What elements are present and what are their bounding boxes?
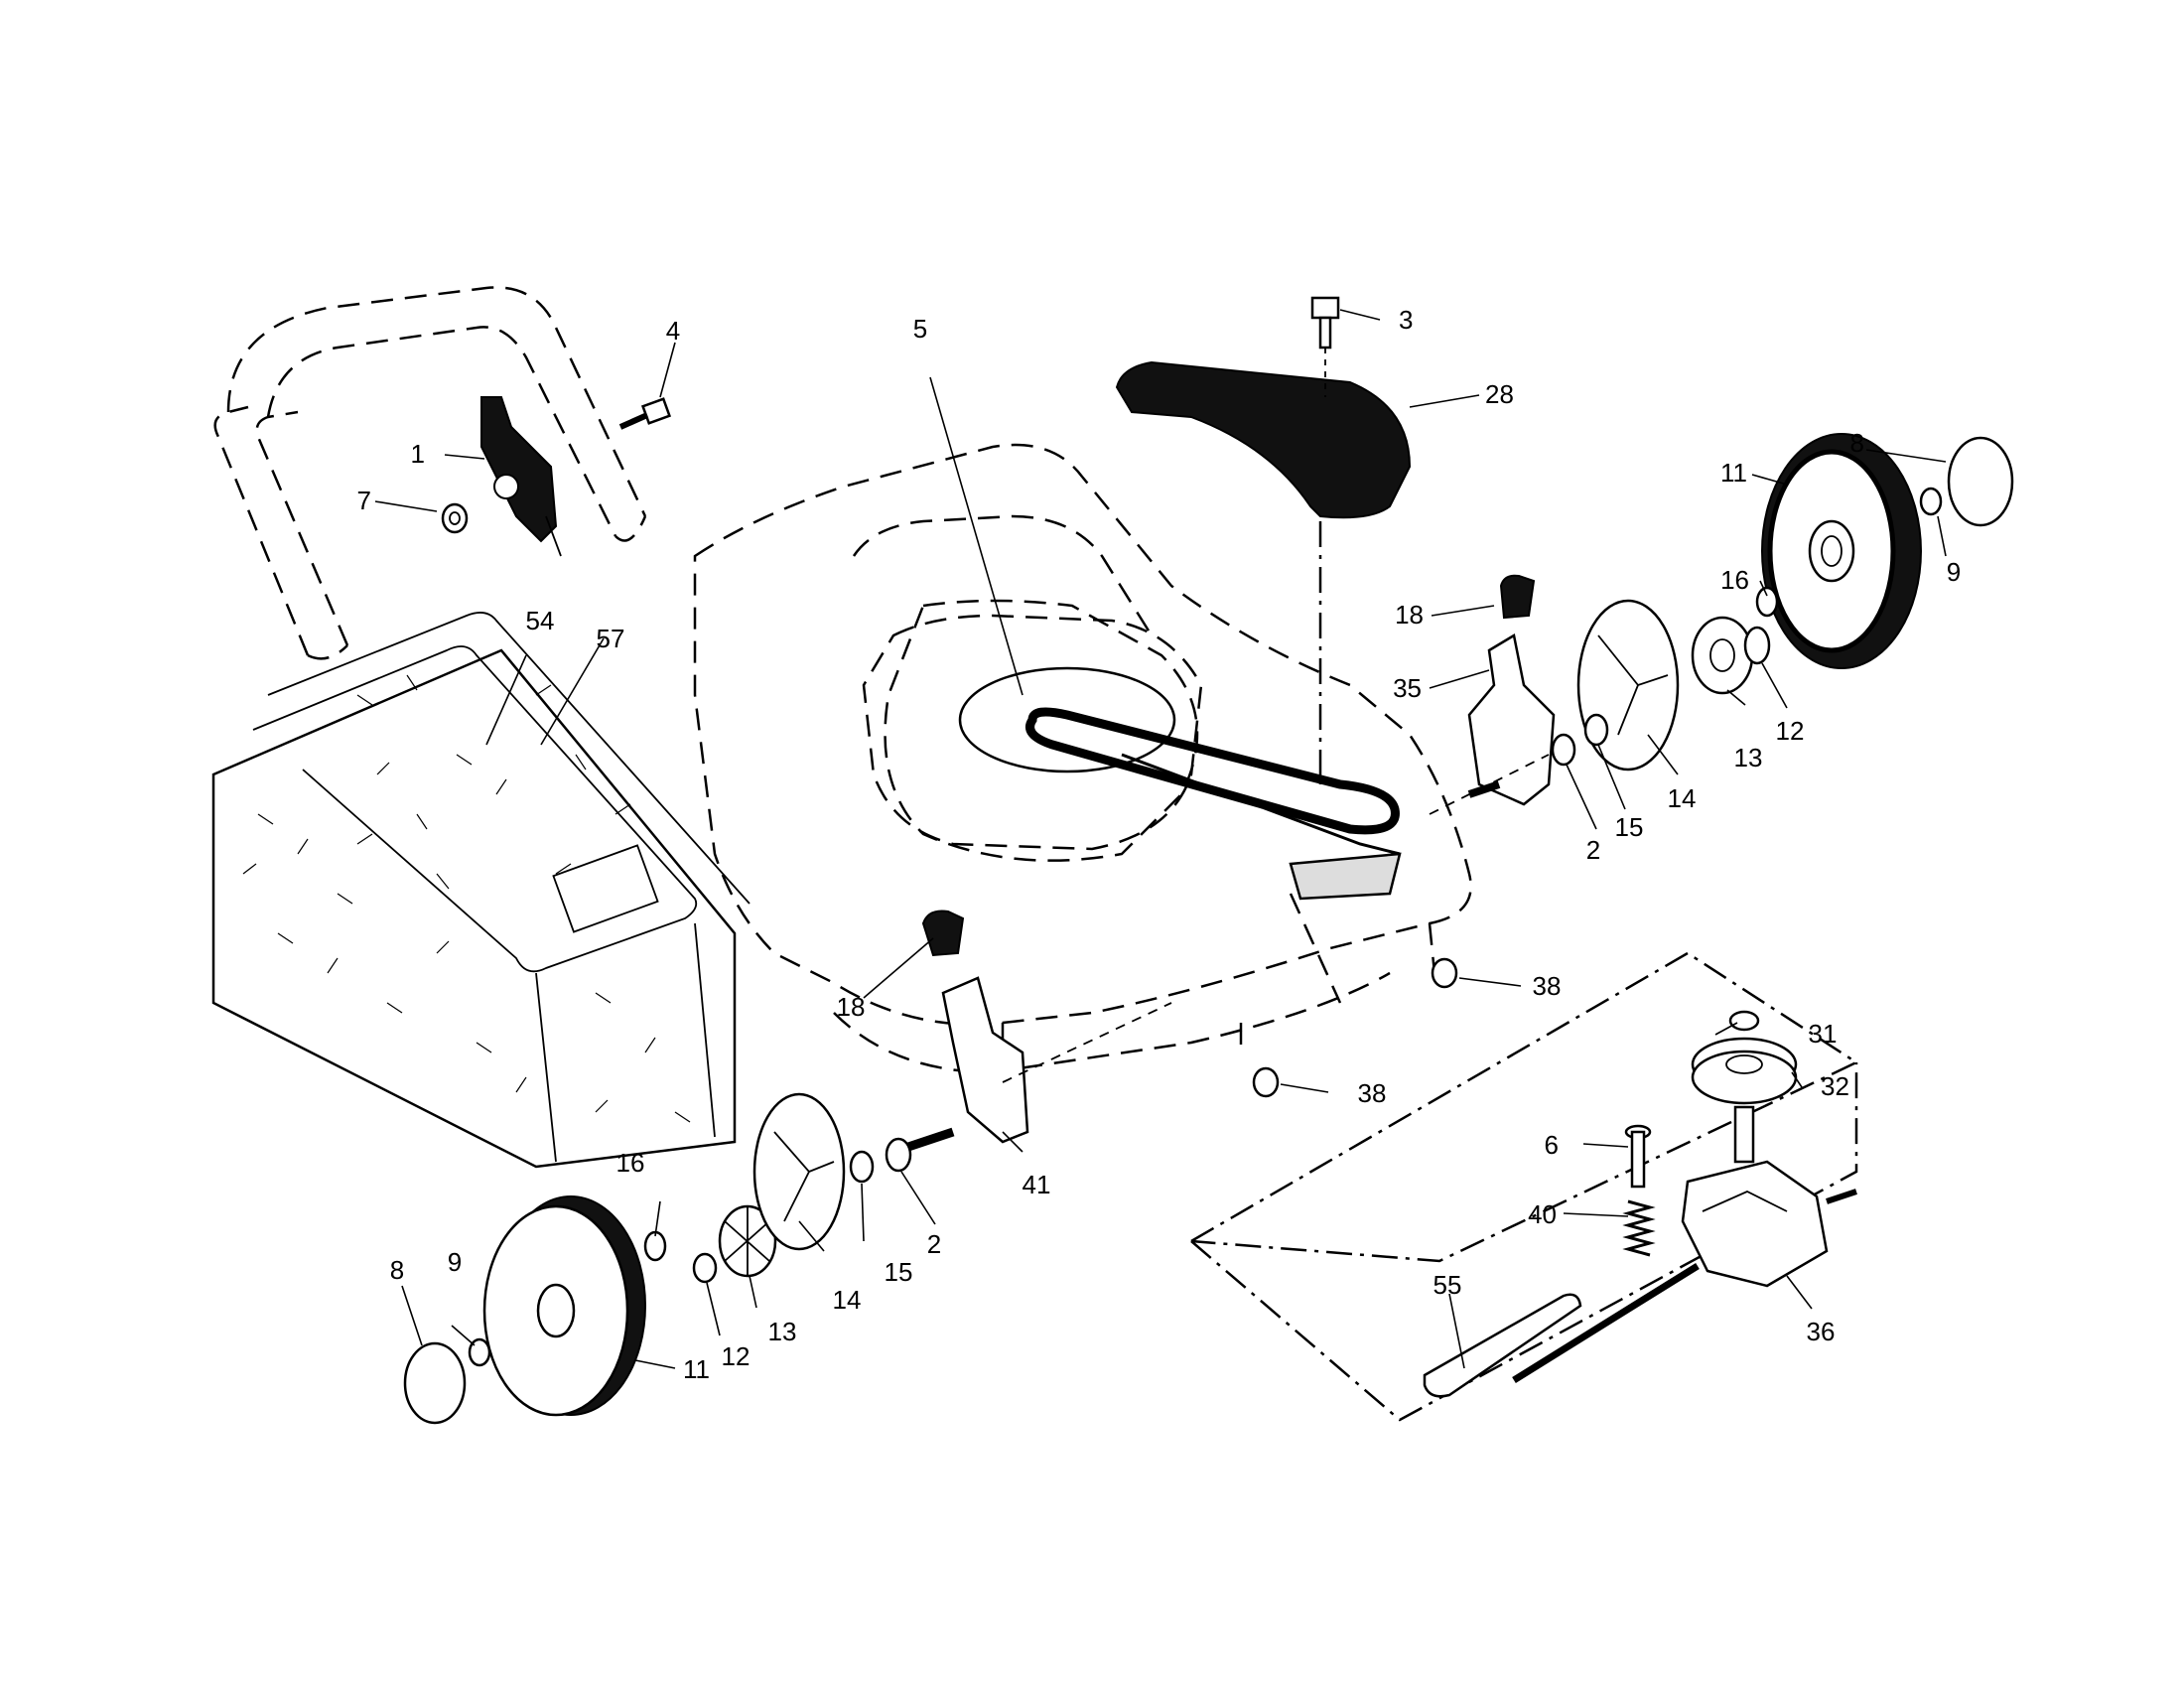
- nut-left: [468, 1337, 491, 1367]
- pulley-nut: [1728, 1010, 1760, 1032]
- callout-54: 54: [526, 606, 555, 635]
- washers-right: [1551, 713, 1609, 767]
- callout-2-right: 2: [1586, 835, 1600, 865]
- callout-9-right: 9: [1947, 557, 1961, 587]
- callout-1: 1: [411, 439, 425, 469]
- callout-16-left: 16: [616, 1148, 645, 1178]
- shield-bolt: [1310, 296, 1340, 397]
- callout-18-left: 18: [837, 992, 866, 1022]
- callout-12-right: 12: [1776, 716, 1805, 746]
- callout-11-left: 11: [683, 1354, 710, 1384]
- washer-right: [1755, 586, 1779, 618]
- callout-16-right: 16: [1720, 565, 1749, 595]
- callout-8-right: 8: [1850, 428, 1864, 458]
- callout-3: 3: [1399, 305, 1413, 335]
- hub-cap-left: [403, 1341, 467, 1425]
- callout-7: 7: [357, 486, 371, 515]
- nut: [441, 502, 469, 534]
- pulley: [1691, 1037, 1798, 1105]
- callout-55: 55: [1433, 1270, 1462, 1300]
- height-adjuster-left: [906, 910, 1172, 1152]
- callout-40: 40: [1528, 1199, 1557, 1229]
- callout-36: 36: [1807, 1317, 1836, 1346]
- washer-left: [643, 1230, 667, 1262]
- callout-5: 5: [913, 314, 927, 344]
- handle-outline: [213, 286, 647, 660]
- callout-14-left: 14: [833, 1285, 862, 1315]
- callout-9-left: 9: [448, 1247, 462, 1277]
- callout-57: 57: [597, 624, 625, 653]
- bolt: [618, 397, 672, 430]
- cover-plate-left: [752, 1092, 846, 1251]
- shoulder-pin: [1624, 1124, 1652, 1189]
- callout-13-right: 13: [1734, 743, 1763, 772]
- callout-38-bottom: 38: [1358, 1078, 1387, 1108]
- callout-14-right: 14: [1668, 783, 1697, 813]
- drive-belt: [958, 666, 1402, 901]
- height-adjuster-right: [1429, 574, 1556, 815]
- transmission: [1512, 1105, 1857, 1383]
- callout-6: 6: [1545, 1130, 1559, 1160]
- callout-11-right: 11: [1720, 458, 1747, 488]
- left-wheel: [482, 1195, 646, 1417]
- callout-41: 41: [1023, 1170, 1051, 1199]
- spring: [1622, 1199, 1656, 1257]
- clip-left: [692, 1252, 718, 1284]
- mower-deck-outline: [693, 443, 1472, 1092]
- callout-38-top: 38: [1533, 971, 1562, 1001]
- transmission-boundary: [1190, 951, 1859, 1422]
- nut-right: [1919, 487, 1943, 516]
- clip-right: [1743, 626, 1771, 665]
- callout-12-left: 12: [722, 1341, 751, 1371]
- callout-15-right: 15: [1615, 812, 1644, 842]
- washers-left: [849, 1137, 912, 1184]
- callout-28: 28: [1485, 379, 1514, 409]
- gear-left: [718, 1204, 777, 1278]
- callout-32: 32: [1821, 1071, 1849, 1101]
- gear-right: [1691, 616, 1754, 695]
- right-wheel: [1761, 433, 1922, 669]
- callout-4: 4: [666, 316, 680, 346]
- leader-lines: [374, 309, 1947, 1369]
- callout-18-right: 18: [1395, 600, 1424, 630]
- axle-tube: [1423, 1293, 1582, 1398]
- handle-bracket: [480, 396, 562, 557]
- callout-15-left: 15: [885, 1257, 913, 1287]
- nut-38-bottom: [1252, 1066, 1280, 1098]
- callout-35: 35: [1393, 673, 1422, 703]
- grass-catcher: [211, 612, 751, 1169]
- hub-cap-right: [1947, 436, 2014, 527]
- nut-38-top: [1431, 957, 1458, 989]
- callout-8-left: 8: [390, 1255, 404, 1285]
- callout-labels: 1 2 2 3 4 5 6 7 8 8 9 9 11 11 12 12 13 1…: [357, 305, 1962, 1384]
- callout-13-left: 13: [768, 1317, 797, 1346]
- callout-31: 31: [1809, 1019, 1838, 1049]
- rear-shield: [1115, 360, 1412, 784]
- callout-2-left: 2: [927, 1229, 941, 1259]
